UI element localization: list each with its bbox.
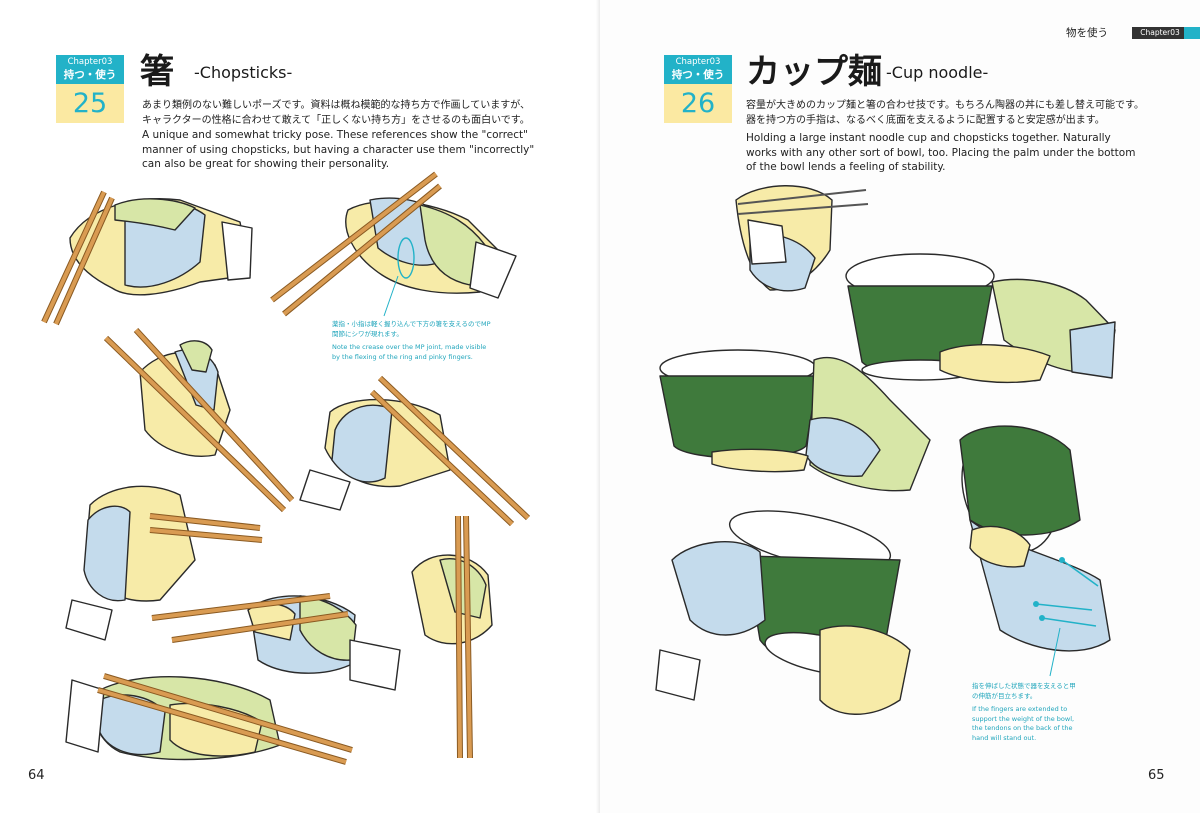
noodle-cup-illustration (845, 253, 1116, 384)
section-badge: Chapter03 持つ・使う 26 (664, 55, 732, 123)
badge-chapter: Chapter03 (675, 57, 721, 67)
page-title-jp: 箸 (140, 52, 174, 92)
hand-illustration (103, 327, 295, 513)
running-header-chapter: Chapter03 (1132, 27, 1188, 39)
description-en: Holding a large instant noodle cup and c… (746, 132, 1136, 173)
hand-illustration (41, 190, 253, 326)
description-jp: 容量が大きめのカップ麺と箸の合わせ技です。もちろん陶器の丼にも差し替え可能です。… (746, 100, 1144, 126)
badge-number: 26 (664, 84, 732, 123)
noodle-cup-illustration (659, 349, 931, 492)
hand-illustration (735, 185, 869, 292)
noodle-cup-illustration (959, 425, 1111, 677)
badge-header: Chapter03 持つ・使う (56, 55, 124, 84)
hand-illustration (411, 515, 493, 759)
right-page: Chapter03 持つ・使う 26 カップ麺 -Cup noodle- 容量が… (600, 0, 1200, 813)
badge-label: 持つ・使う (63, 69, 117, 81)
hand-illustration (270, 171, 517, 317)
description-en: A unique and somewhat tricky pose. These… (142, 129, 535, 170)
hand-illustration (151, 593, 401, 691)
page-title-en: -Cup noodle- (886, 63, 989, 82)
hand-illustration (65, 485, 263, 641)
badge-chapter: Chapter03 (67, 57, 113, 67)
running-header-label: 物を使う (1066, 27, 1108, 39)
page-title-en: -Chopsticks- (194, 63, 293, 82)
annotation-note-jp: 指を伸ばした状態で器を支えると甲の伸筋が目立ちます。 (972, 682, 1076, 700)
hand-illustration (299, 375, 531, 527)
running-header-accent-bar (1184, 27, 1200, 39)
cup-noodle-hand-illustrations (655, 185, 1116, 715)
page-title-jp: カップ麺 (746, 52, 882, 92)
hand-illustration (65, 673, 353, 765)
section-badge: Chapter03 持つ・使う 25 (56, 55, 124, 123)
chopsticks-hand-illustrations (41, 171, 531, 765)
badge-number: 25 (56, 84, 124, 123)
badge-header: Chapter03 持つ・使う (664, 55, 732, 84)
description-jp: あまり類例のない難しいポーズです。資料は概ね模範的な持ち方で作画していますが、キ… (142, 100, 530, 126)
annotation-note-en: If the fingers are extended to support t… (972, 705, 1075, 742)
badge-label: 持つ・使う (671, 69, 725, 81)
page-number: 64 (28, 768, 45, 783)
annotation-note-jp: 薬指・小指は軽く握り込んで下方の箸を支えるのでMP関節にシワが現れます。 (332, 320, 491, 338)
left-page: Chapter03 持つ・使う 25 箸 -Chopsticks- あまり類例の… (28, 52, 535, 783)
annotation-note-en: Note the crease over the MP joint, made … (332, 343, 487, 361)
page-number: 65 (1148, 768, 1165, 783)
noodle-cup-illustration (655, 510, 911, 715)
